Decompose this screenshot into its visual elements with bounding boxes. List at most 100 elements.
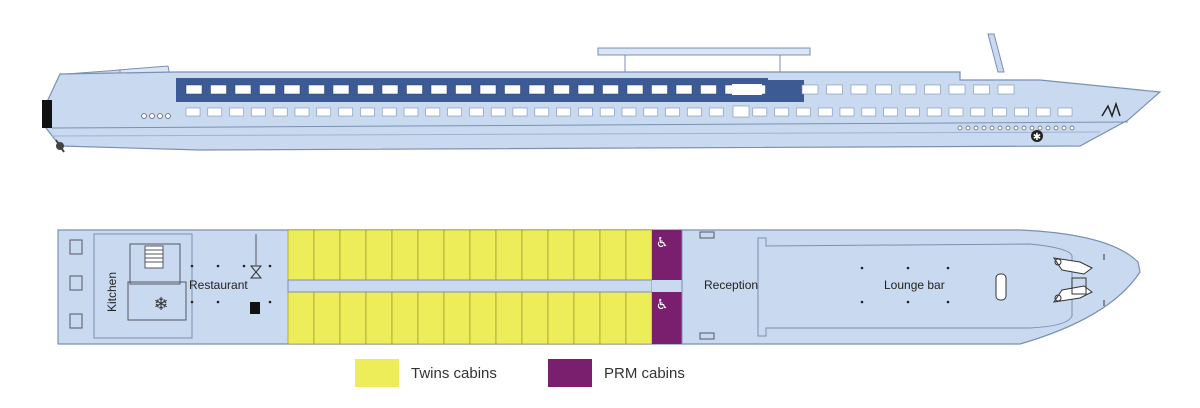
wheelchair-icon: ♿ — [656, 235, 669, 251]
twin-cabin — [495, 291, 523, 345]
upper-window — [850, 84, 868, 95]
legend-twins-label: Twins cabins — [411, 364, 497, 382]
stairs-icon — [144, 245, 164, 269]
main-window — [1035, 107, 1051, 117]
main-window — [556, 107, 571, 117]
upper-window — [700, 84, 717, 95]
main-window — [251, 107, 266, 117]
porthole — [981, 125, 987, 131]
upper-window — [479, 84, 497, 95]
table-dot — [242, 264, 246, 268]
twin-cabin — [469, 229, 497, 281]
twin-cabin — [313, 291, 341, 345]
upper-window — [675, 84, 693, 95]
upper-window — [651, 84, 668, 95]
upper-window — [875, 84, 892, 95]
porthole — [1045, 125, 1051, 131]
main-window — [732, 105, 750, 118]
propeller-icon — [55, 139, 65, 153]
twin-cabin — [573, 229, 601, 281]
prm-cabin-bottom — [652, 292, 682, 344]
porthole — [1021, 125, 1027, 131]
main-window — [578, 107, 593, 117]
twin-cabin — [339, 229, 367, 281]
svg-text:❄: ❄ — [153, 294, 168, 315]
upper-window — [899, 84, 917, 95]
twin-cabin — [599, 291, 627, 345]
main-window — [512, 107, 528, 117]
restaurant-label: Restaurant — [189, 278, 248, 292]
upper-deck-windows — [185, 84, 1015, 95]
main-window — [926, 107, 942, 117]
wheelchair-icon: ♿ — [656, 297, 669, 313]
main-window — [534, 107, 550, 117]
main-window — [752, 107, 768, 117]
table-dot — [946, 300, 950, 304]
upper-window — [602, 84, 619, 95]
main-window — [294, 107, 310, 117]
twin-cabin — [625, 229, 653, 281]
lounge-area — [757, 237, 1073, 337]
table-dot — [190, 300, 194, 304]
upper-window — [948, 84, 966, 95]
porthole — [989, 125, 995, 131]
bar-counter — [250, 302, 260, 314]
twin-cabin — [469, 291, 497, 345]
upper-window — [801, 84, 819, 95]
kitchen-label: Kitchen — [105, 272, 119, 312]
legend-prm-label: PRM cabins — [604, 364, 685, 382]
table-dot — [190, 264, 194, 268]
porthole — [1069, 125, 1075, 131]
upper-window — [406, 84, 423, 95]
legend-twins: Twins cabins — [355, 359, 497, 387]
twin-cabin — [599, 229, 627, 281]
main-window — [229, 107, 244, 117]
upper-window — [826, 84, 843, 95]
upper-window — [430, 84, 448, 95]
upper-window — [732, 84, 762, 95]
table-dot — [268, 300, 272, 304]
lounge-table-dots — [860, 266, 950, 304]
twin-cabin — [287, 229, 315, 281]
main-window — [490, 107, 506, 117]
main-window — [425, 107, 441, 117]
twin-cabin — [521, 229, 549, 281]
cold-room-snowflake-icon: ❄ — [153, 294, 168, 315]
main-window — [338, 107, 353, 117]
upper-window — [381, 84, 399, 95]
table-dot — [860, 266, 864, 270]
twin-cabin — [365, 291, 393, 345]
main-window — [469, 107, 484, 117]
upper-window — [259, 84, 276, 95]
main-window — [883, 107, 898, 117]
main-window — [185, 107, 201, 117]
upper-window — [997, 84, 1015, 95]
svg-text:♿: ♿ — [656, 235, 669, 251]
main-window — [708, 107, 724, 117]
upper-window — [577, 84, 595, 95]
lounge-bar-counter — [995, 273, 1007, 301]
main-window — [272, 107, 288, 117]
table-dot — [216, 264, 220, 268]
ship-side-view: ✱ — [42, 33, 1162, 153]
cabin-corridor — [287, 279, 653, 293]
main-window — [687, 107, 702, 117]
twin-cabin — [547, 229, 575, 281]
main-window — [665, 107, 680, 117]
cabin-grid — [287, 229, 653, 345]
main-window — [1014, 107, 1029, 117]
porthole — [973, 125, 979, 131]
porthole — [1037, 125, 1043, 131]
twin-cabin — [521, 291, 549, 345]
upper-window — [528, 84, 546, 95]
legend-prm-swatch — [548, 359, 592, 387]
sun-deck-canopy — [597, 47, 811, 56]
table-dot — [946, 266, 950, 270]
main-window — [970, 107, 986, 117]
lounge-bar-label: Lounge bar — [884, 278, 945, 292]
main-window — [599, 107, 615, 117]
porthole — [1029, 125, 1035, 131]
anchor-icon: ✱ — [1031, 130, 1043, 143]
twin-cabin — [391, 229, 419, 281]
